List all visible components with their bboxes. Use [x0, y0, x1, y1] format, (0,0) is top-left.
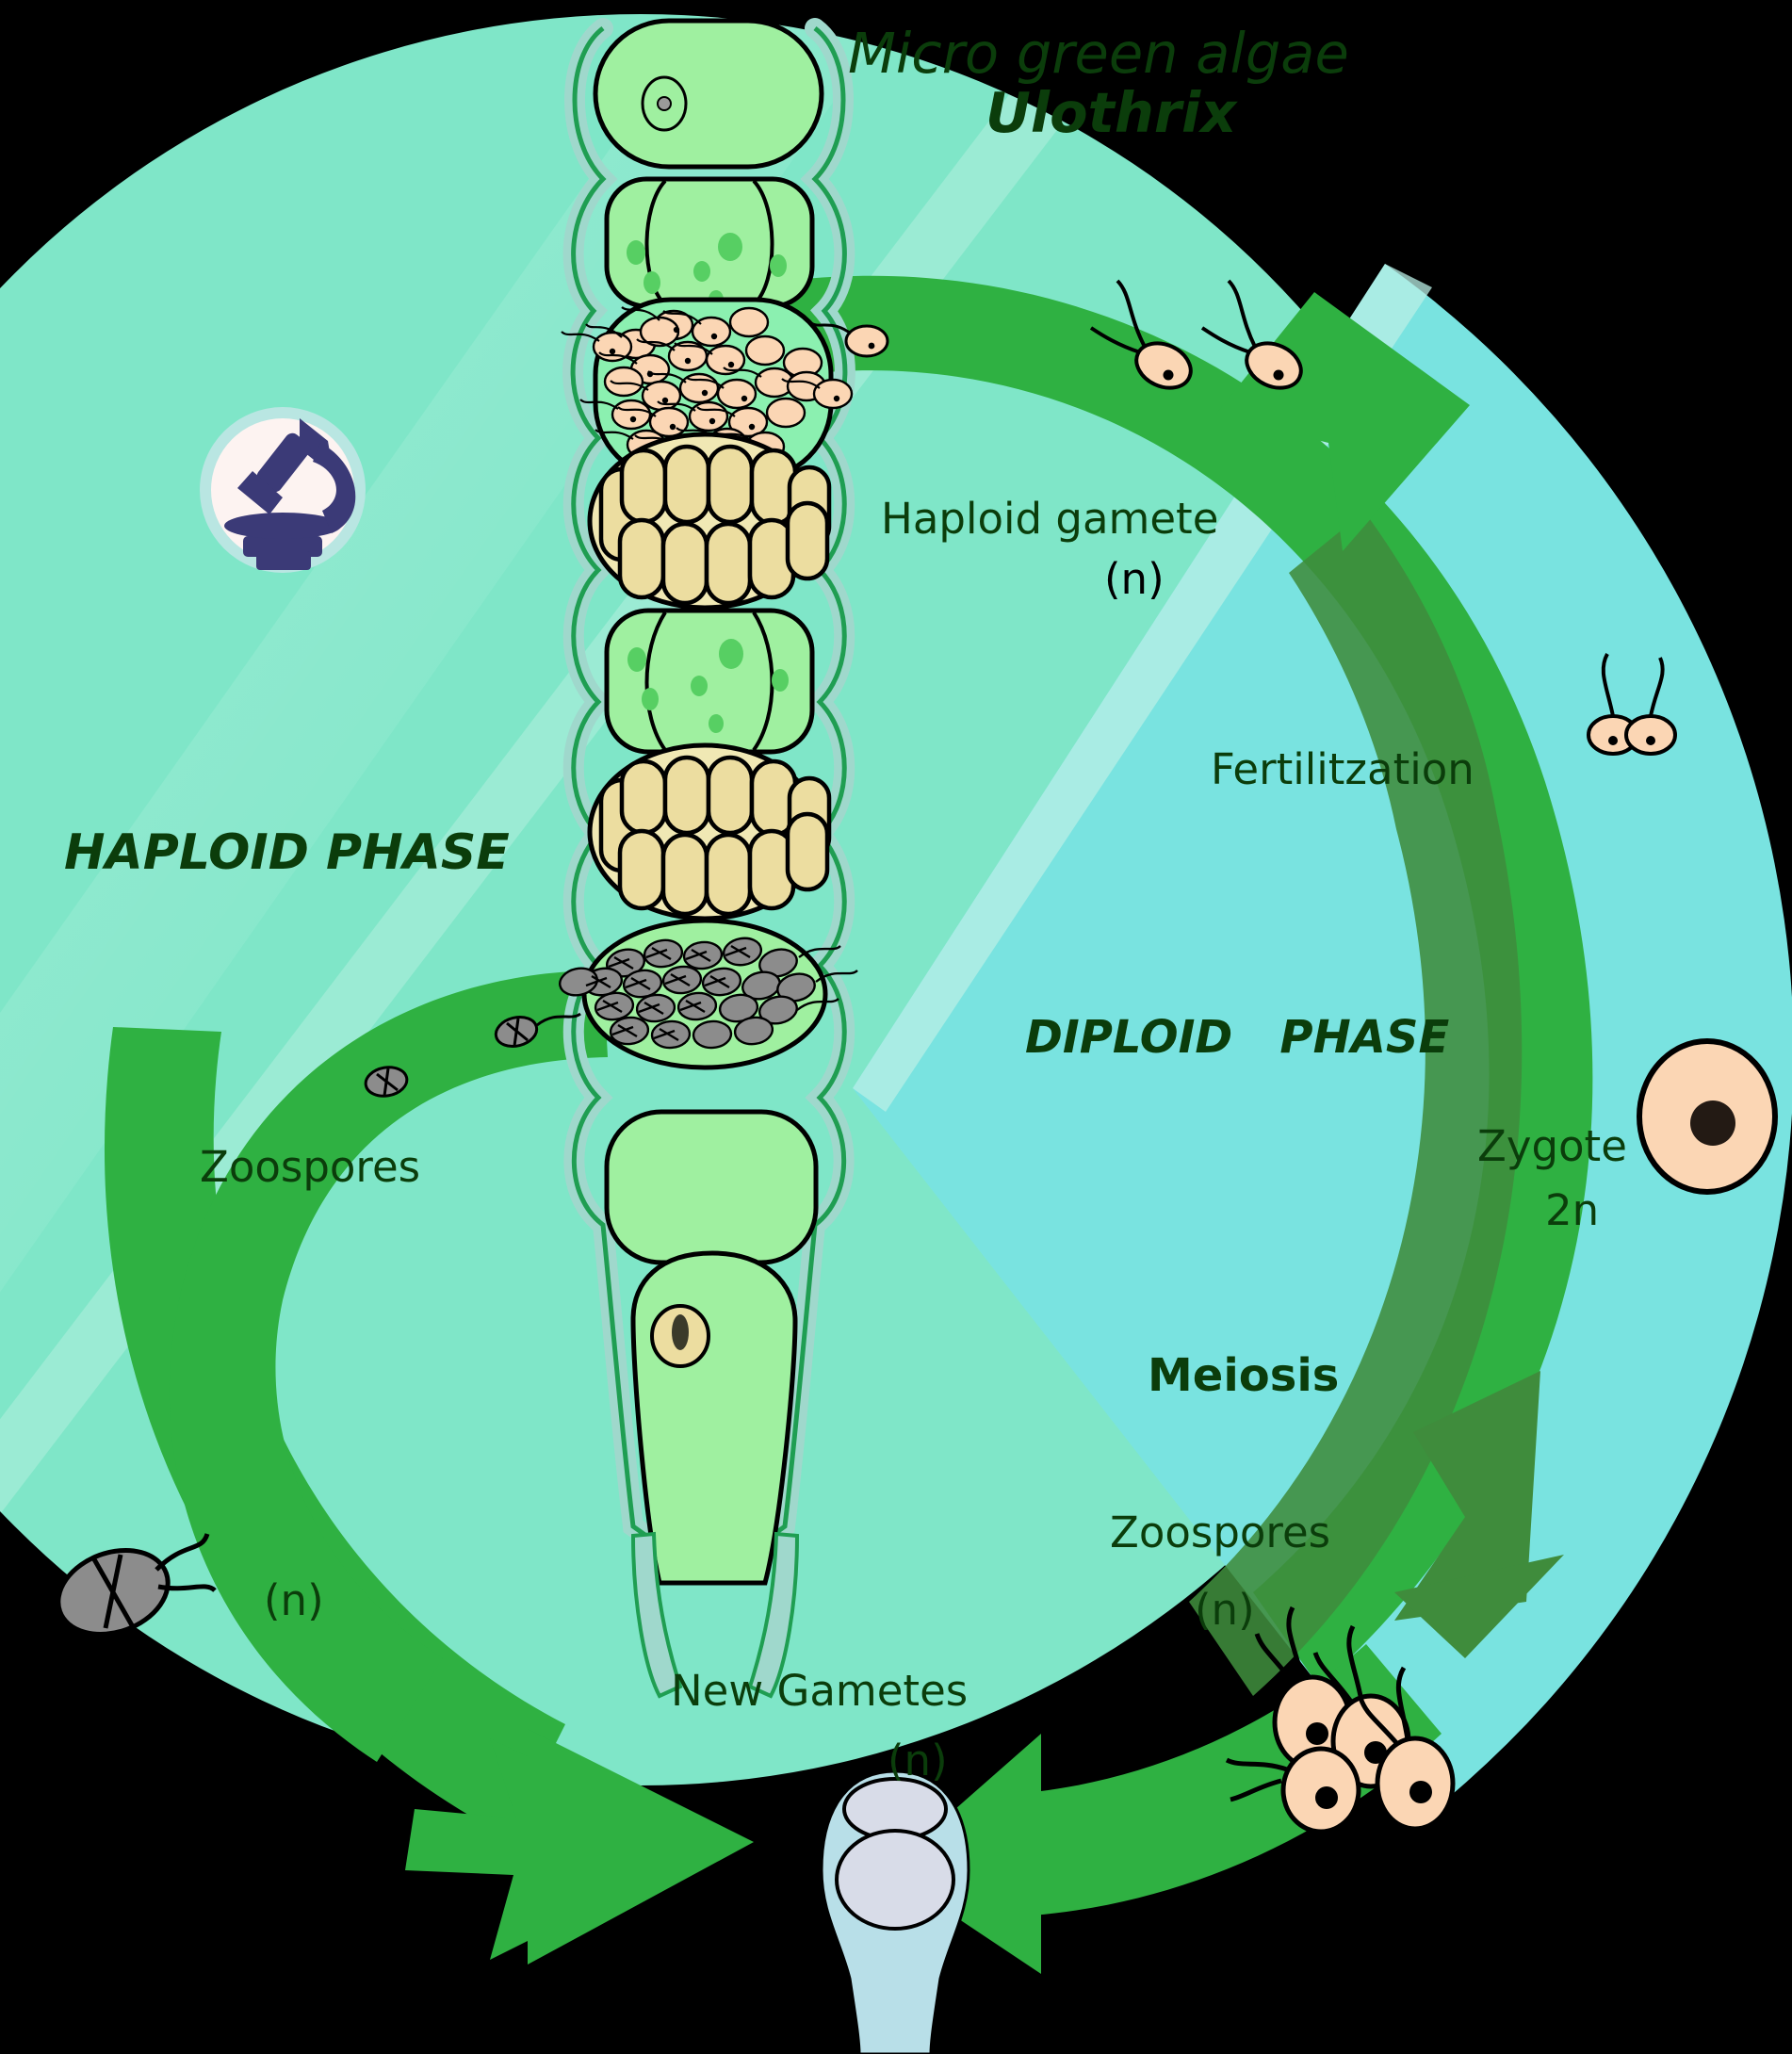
diploid-phase-label: DIPLOID PHASE	[1025, 1011, 1450, 1064]
meiosis-label: Meiosis	[1148, 1349, 1340, 1402]
holdfast-right	[747, 1531, 800, 1699]
filament-cell-dividing-2	[604, 608, 815, 755]
zoospores-left-ploidy: (n)	[264, 1575, 324, 1625]
haploid-gamete-swimmers	[1089, 279, 1677, 756]
new-gametes-ploidy: (n)	[888, 1736, 948, 1785]
zoospores-right-label: Zoospores	[1110, 1508, 1331, 1557]
zygote-ploidy: 2n	[1545, 1185, 1600, 1235]
zoospore-release-arrow	[169, 970, 609, 1762]
zygote-label: Zygote	[1477, 1121, 1627, 1171]
fertilization-label: Fertilitzation	[1211, 744, 1474, 794]
filament-cell-sporangium-pale	[587, 432, 832, 611]
gamete-cluster	[561, 306, 854, 466]
filament-cell-empty	[604, 1109, 819, 1265]
filament-cell-zoosporangium	[364, 918, 858, 1098]
escaping-zoospore-2	[364, 1066, 409, 1098]
zoospores-right-ploidy: (n)	[1195, 1585, 1255, 1635]
zygote-cell	[1637, 1038, 1778, 1195]
filament-cell-dividing	[604, 176, 815, 309]
ulothrix-filament	[364, 18, 889, 1699]
haploid-gamete-ploidy: (n)	[1104, 554, 1165, 604]
escaping-zoospore-1	[494, 1012, 581, 1048]
page-title-line1: Micro green algae	[848, 21, 1349, 86]
filament-cell-gametangium	[561, 297, 889, 481]
microscope-icon[interactable]	[200, 407, 366, 573]
haploid-gamete-label: Haploid gamete	[881, 494, 1219, 544]
fusing-gamete-pair	[1587, 653, 1677, 756]
page-title-line2: Ulothrix	[986, 80, 1237, 145]
filament-cell-vegetative	[593, 18, 824, 170]
new-gametes-label: New Gametes	[671, 1666, 969, 1716]
haploid-phase-label: HAPLOID PHASE	[64, 824, 510, 881]
zoospores-cluster-bottom-right	[1225, 1606, 1456, 1834]
zoospores-left-label: Zoospores	[200, 1142, 421, 1192]
escaping-gamete	[808, 320, 889, 358]
filament-cell-sporangium-pale-2	[587, 742, 832, 921]
holdfast-left	[630, 1531, 683, 1699]
new-gametes-cell	[820, 1769, 970, 2054]
filament-cell-basal	[630, 1250, 798, 1586]
zoospore-left-outer	[56, 1533, 217, 1637]
zoospore-cluster	[559, 937, 858, 1050]
